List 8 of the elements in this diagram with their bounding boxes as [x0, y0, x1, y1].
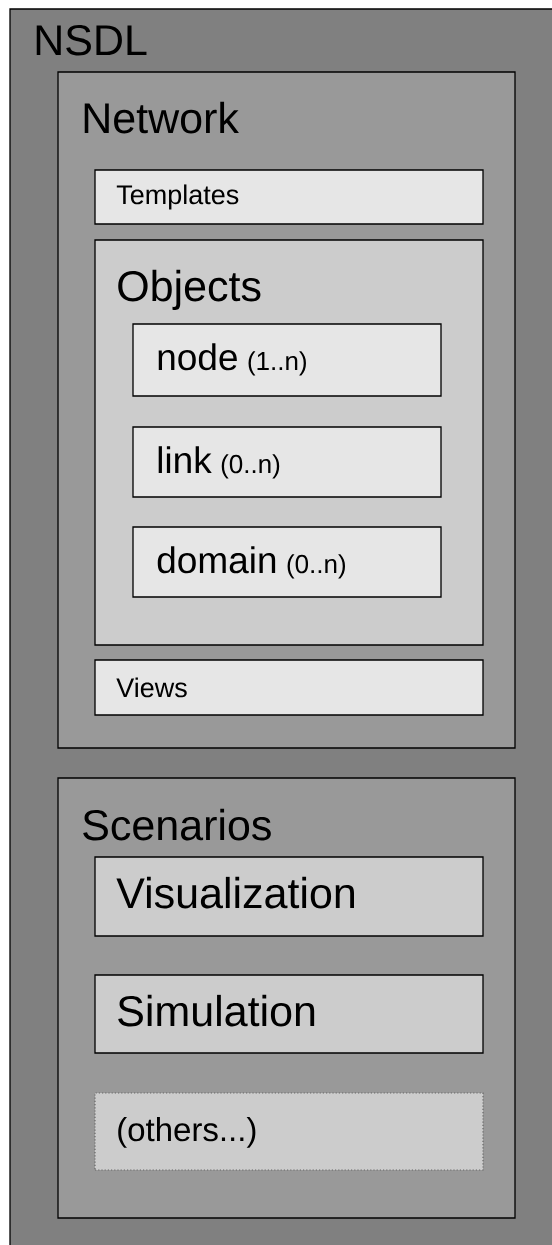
placeholder-box: (others...)	[94, 1092, 484, 1171]
item-box: Simulation	[94, 974, 484, 1054]
item-box: Templates	[94, 169, 484, 225]
item-box: Views	[94, 659, 484, 716]
item-box: node (1..n)	[132, 323, 442, 397]
item-box: domain (0..n)	[132, 526, 442, 598]
item-box: link (0..n)	[132, 426, 442, 498]
item-box: Visualization	[94, 856, 484, 937]
